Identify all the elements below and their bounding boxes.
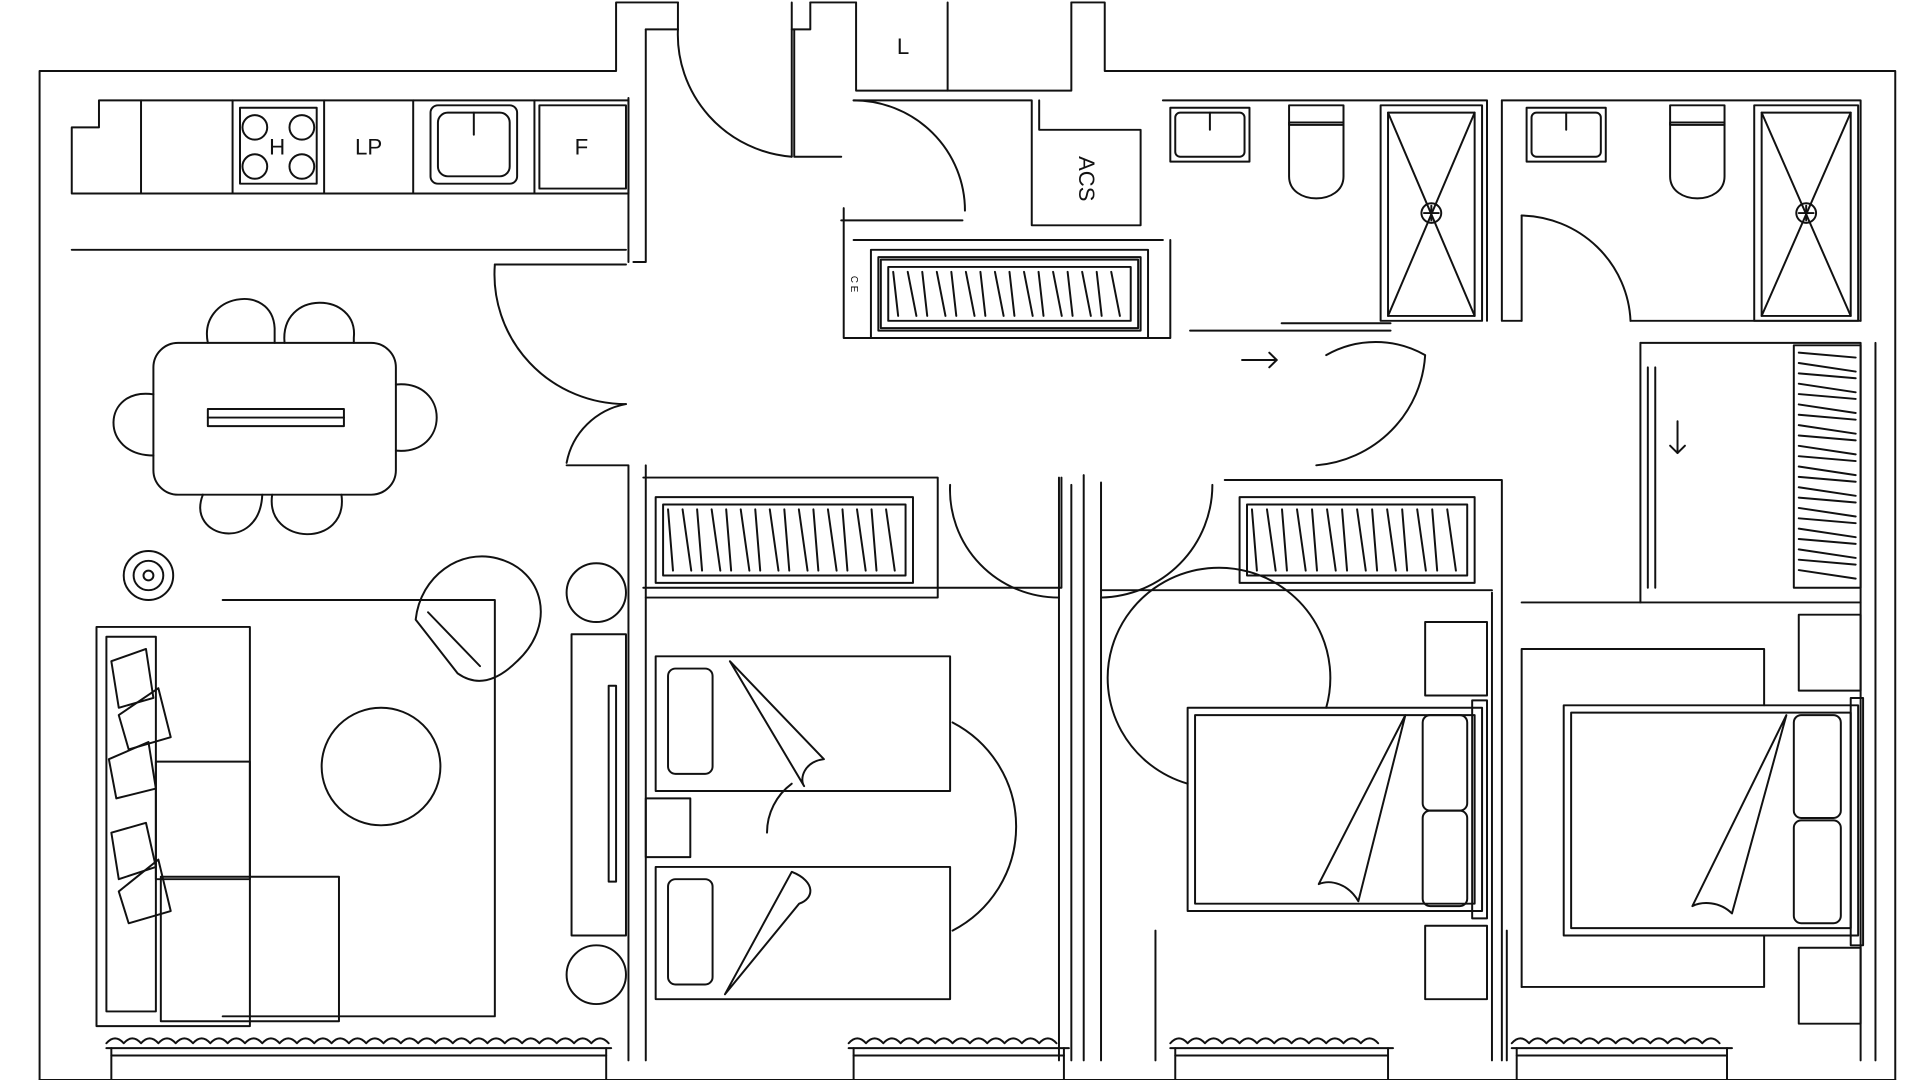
radiator-living xyxy=(105,1037,613,1080)
laundry-label: L xyxy=(897,34,909,59)
double-bed-2 xyxy=(1520,613,1865,1025)
radiator-bedroom-3 xyxy=(1510,1037,1733,1080)
exterior-walls xyxy=(38,1,1897,1080)
wardrobe-bedroom-2 xyxy=(1238,496,1476,584)
room-labels: H LP F L ACS C E xyxy=(269,34,1099,293)
wardrobe-hall-hangers xyxy=(879,258,1140,330)
radiator-bedroom-2 xyxy=(1169,1037,1394,1080)
twin-bed-2 xyxy=(654,865,952,1001)
tv-unit xyxy=(570,633,627,937)
radiator-bedroom-1 xyxy=(847,1037,1070,1080)
kitchen-sink xyxy=(429,104,519,185)
twin-bed-1 xyxy=(654,655,952,792)
wardrobe-bedroom-3 xyxy=(1792,344,1862,589)
plant xyxy=(122,550,175,601)
coffee-table xyxy=(320,706,442,827)
sofa xyxy=(95,625,340,1028)
double-bed-1 xyxy=(1186,621,1488,1001)
rug xyxy=(221,599,496,1018)
kitchen-counter xyxy=(70,99,630,195)
direction-arrows xyxy=(1241,351,1686,455)
dishwasher-label: LP xyxy=(355,134,382,159)
side-tables xyxy=(565,562,627,1006)
wardrobe-hall xyxy=(869,248,1150,339)
fridge-label: F xyxy=(575,134,589,159)
ce-label: C E xyxy=(848,276,859,293)
water-heater-label: ACS xyxy=(1074,156,1099,201)
doors xyxy=(493,28,1657,932)
dining-table xyxy=(152,341,397,496)
bedside-table-1 xyxy=(644,797,692,859)
armchair xyxy=(414,555,542,682)
bathroom-1 xyxy=(1169,104,1484,322)
hob xyxy=(239,106,318,185)
dining-chairs xyxy=(112,298,438,536)
bathroom-2 xyxy=(1525,104,1860,322)
hob-label: H xyxy=(269,134,285,159)
wardrobe-bedroom-1 xyxy=(654,496,914,584)
